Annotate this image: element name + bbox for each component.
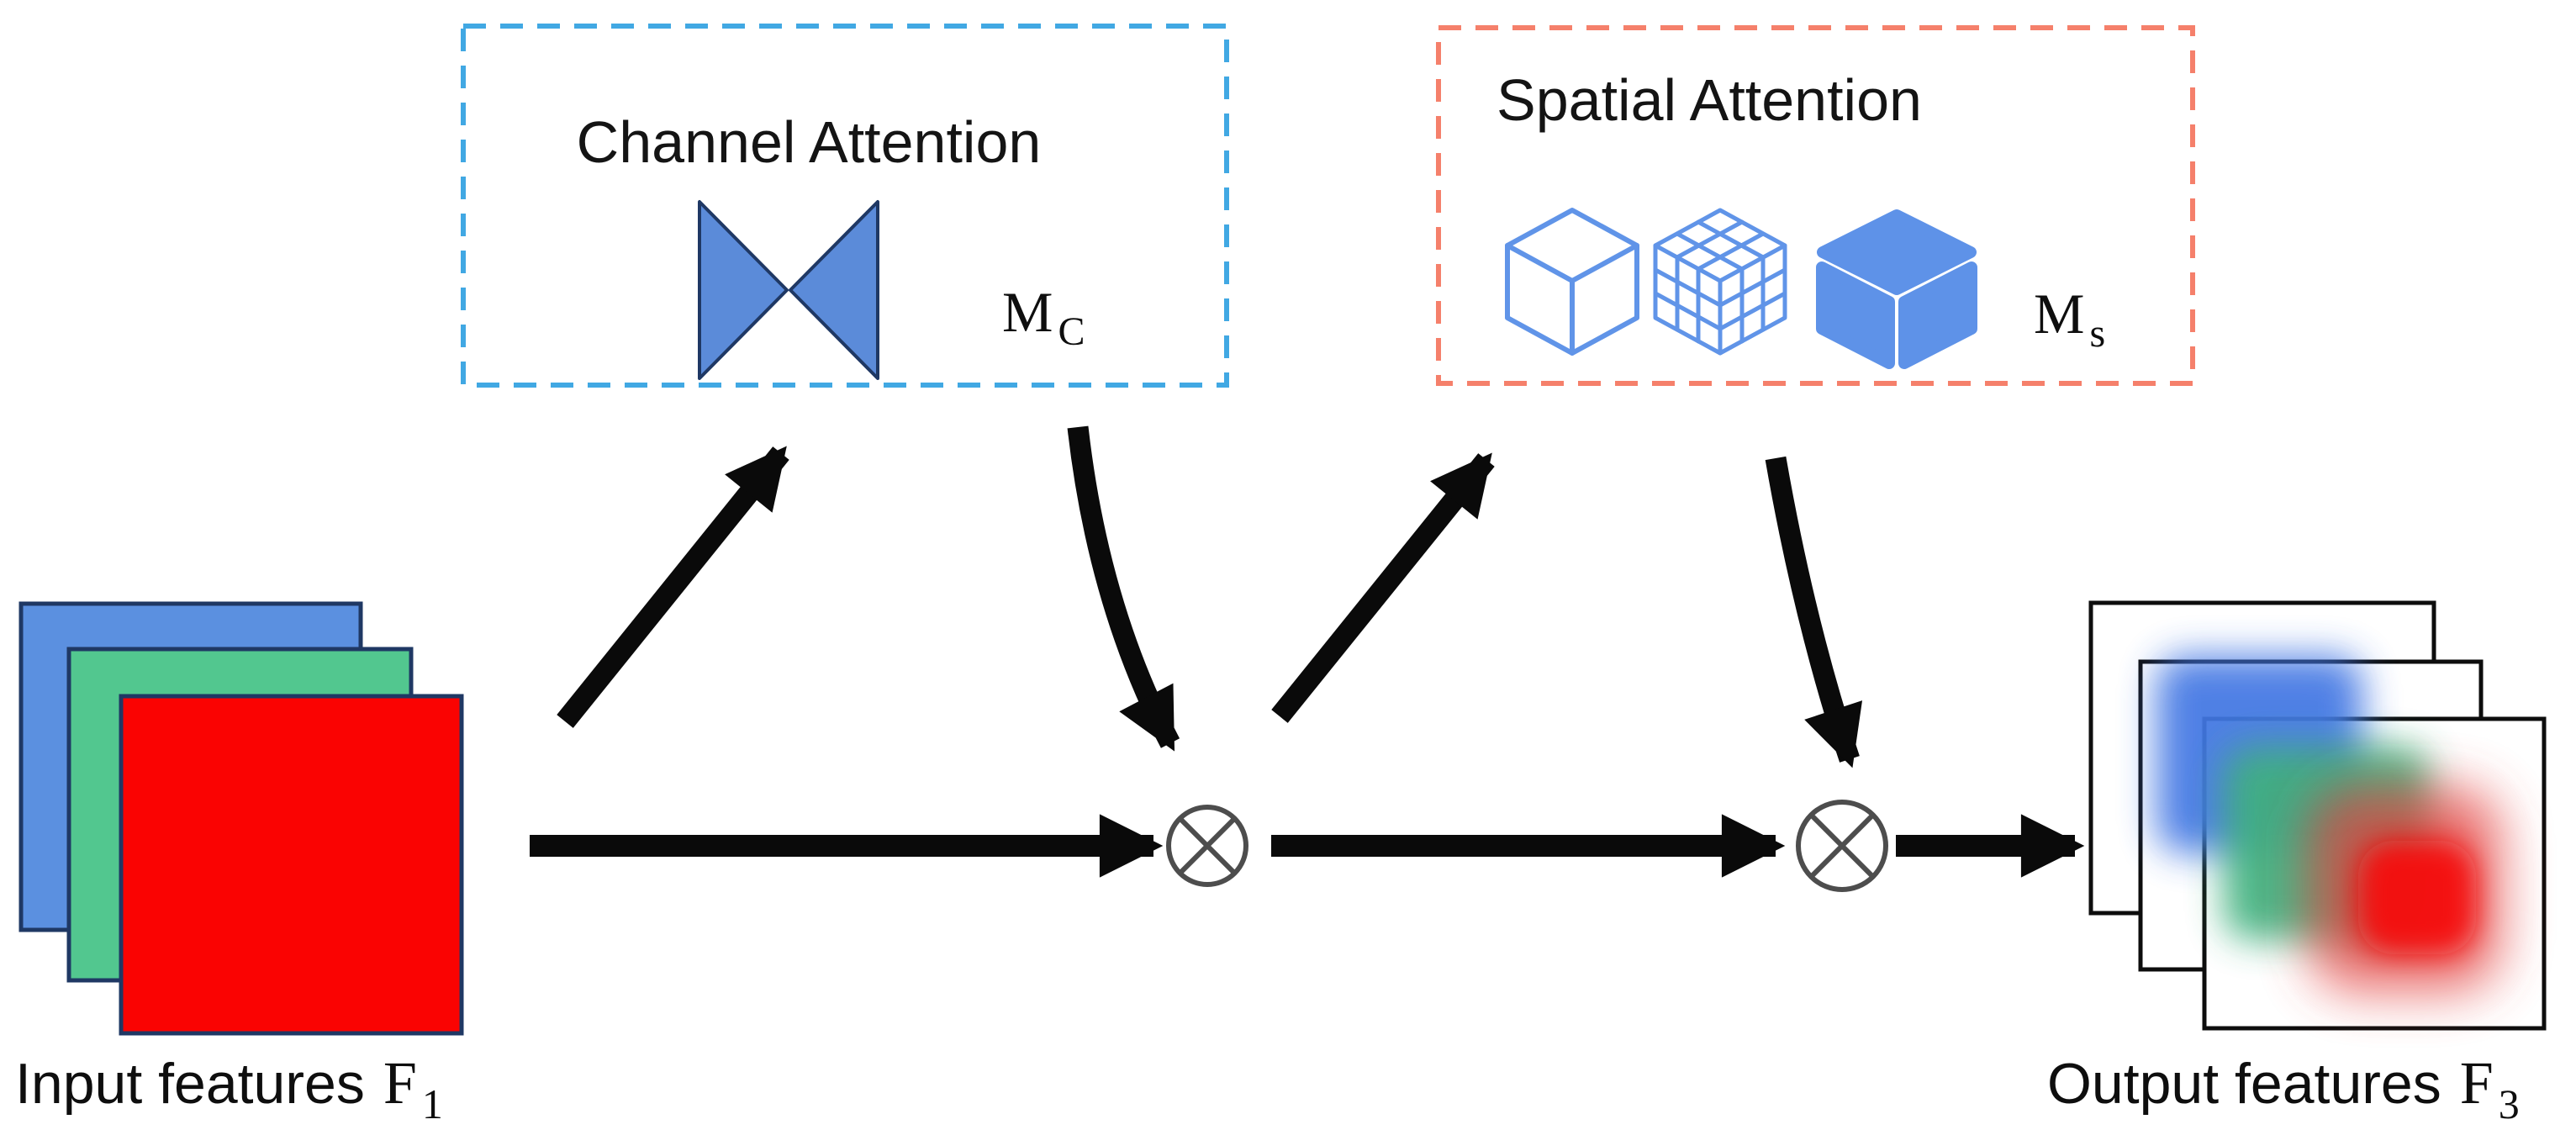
multiply-operator-2 — [1796, 800, 1888, 892]
solid-cube-right-face — [1898, 261, 1977, 369]
bowtie-left-triangle — [698, 200, 789, 380]
spatial-mask-symbol: M — [2034, 282, 2084, 346]
arrow-multiply1-to-spatial-attention — [1271, 452, 1495, 723]
bowtie-icon — [698, 200, 879, 380]
spatial-attention-border — [1436, 25, 2195, 386]
output-blob-red-core — [2358, 841, 2476, 954]
arrow-channel-attention-to-multiply1 — [1067, 425, 1180, 752]
wireframe-cube-icon — [1505, 208, 1639, 356]
spatial-attention-box: Spatial Attention M s — [1436, 25, 2195, 386]
solid-cube-top-face — [1817, 209, 1977, 295]
input-features-variable: F — [383, 1049, 417, 1117]
arrow-spatial-attention-to-multiply2 — [1765, 456, 1863, 768]
grid-cube-icon — [1653, 208, 1787, 356]
spatial-mask-subscript: s — [2089, 311, 2105, 356]
input-layer-red — [119, 694, 464, 1036]
channel-mask-label: M C — [1002, 280, 1085, 354]
output-features-caption: Output features — [2047, 1052, 2441, 1116]
input-features-subscript: 1 — [422, 1080, 443, 1127]
output-features-variable: F — [2460, 1049, 2494, 1117]
multiply-operator-1 — [1166, 805, 1248, 887]
spatial-attention-title: Spatial Attention — [1497, 67, 1922, 133]
flow-arrows — [530, 425, 2085, 878]
arrow-input-to-channel-attention — [557, 446, 789, 728]
multiply-x-icon — [1809, 813, 1875, 879]
channel-mask-symbol: M — [1002, 280, 1053, 344]
channel-attention-border — [461, 24, 1229, 388]
output-features-label: Output features F 3 — [2047, 1049, 2520, 1127]
channel-attention-title: Channel Attention — [577, 109, 1042, 175]
input-features-caption: Input features — [15, 1052, 365, 1116]
channel-attention-box: Channel Attention M C — [461, 24, 1229, 388]
output-features-subscript: 3 — [2499, 1080, 2520, 1127]
output-feature-maps — [2088, 600, 2547, 1031]
bowtie-right-triangle — [789, 200, 879, 380]
input-features-label: Input features F 1 — [15, 1049, 443, 1127]
channel-mask-subscript: C — [1058, 309, 1085, 354]
spatial-mask-label: M s — [2034, 282, 2105, 356]
solid-cube-icon — [1816, 209, 1977, 369]
multiply-x-icon — [1178, 816, 1237, 875]
solid-cube-left-face — [1816, 261, 1895, 369]
input-feature-maps — [18, 601, 464, 1036]
